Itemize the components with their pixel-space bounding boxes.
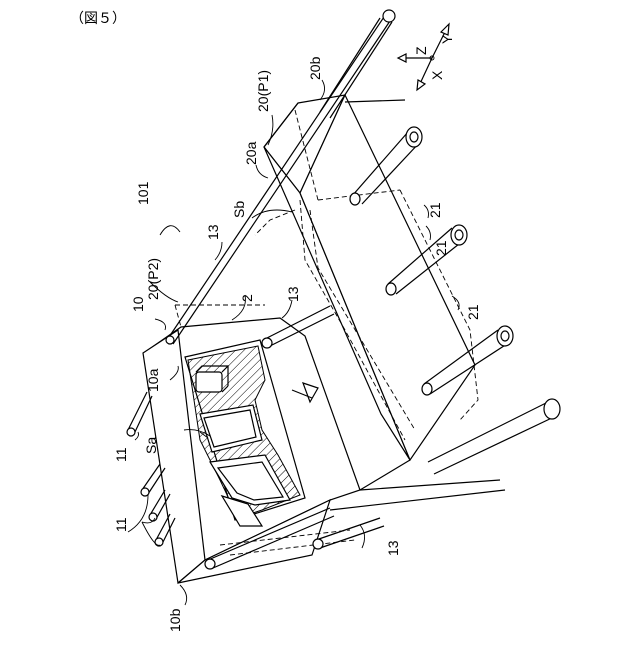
label-11-lower: 11 (113, 517, 129, 532)
label-Sb: Sb (231, 201, 247, 218)
axis-label-z: Z (413, 46, 429, 55)
label-21-top: 21 (427, 202, 443, 218)
label-10: 10 (130, 296, 146, 312)
label-13-top: 13 (205, 224, 221, 240)
label-2: 2 (239, 294, 255, 302)
label-10b: 10b (167, 608, 183, 632)
label-21-mid: 21 (433, 240, 449, 256)
axis-label-x: X (429, 70, 445, 80)
label-20-p2: 20(P2) (145, 258, 161, 300)
label-20b: 20b (307, 56, 323, 80)
label-101: 101 (135, 181, 151, 205)
axis-label-y: Y (439, 34, 455, 44)
figure-caption: （図５） (70, 8, 126, 28)
label-20-p1: 20(P1) (255, 70, 271, 112)
label-21-bottom: 21 (465, 304, 481, 320)
label-20a: 20a (243, 141, 259, 165)
label-11-upper: 11 (113, 447, 129, 462)
label-13-bottom: 13 (385, 540, 401, 556)
label-Sa: Sa (143, 437, 159, 454)
label-13-mid: 13 (285, 286, 301, 302)
label-10a: 10a (145, 368, 161, 392)
